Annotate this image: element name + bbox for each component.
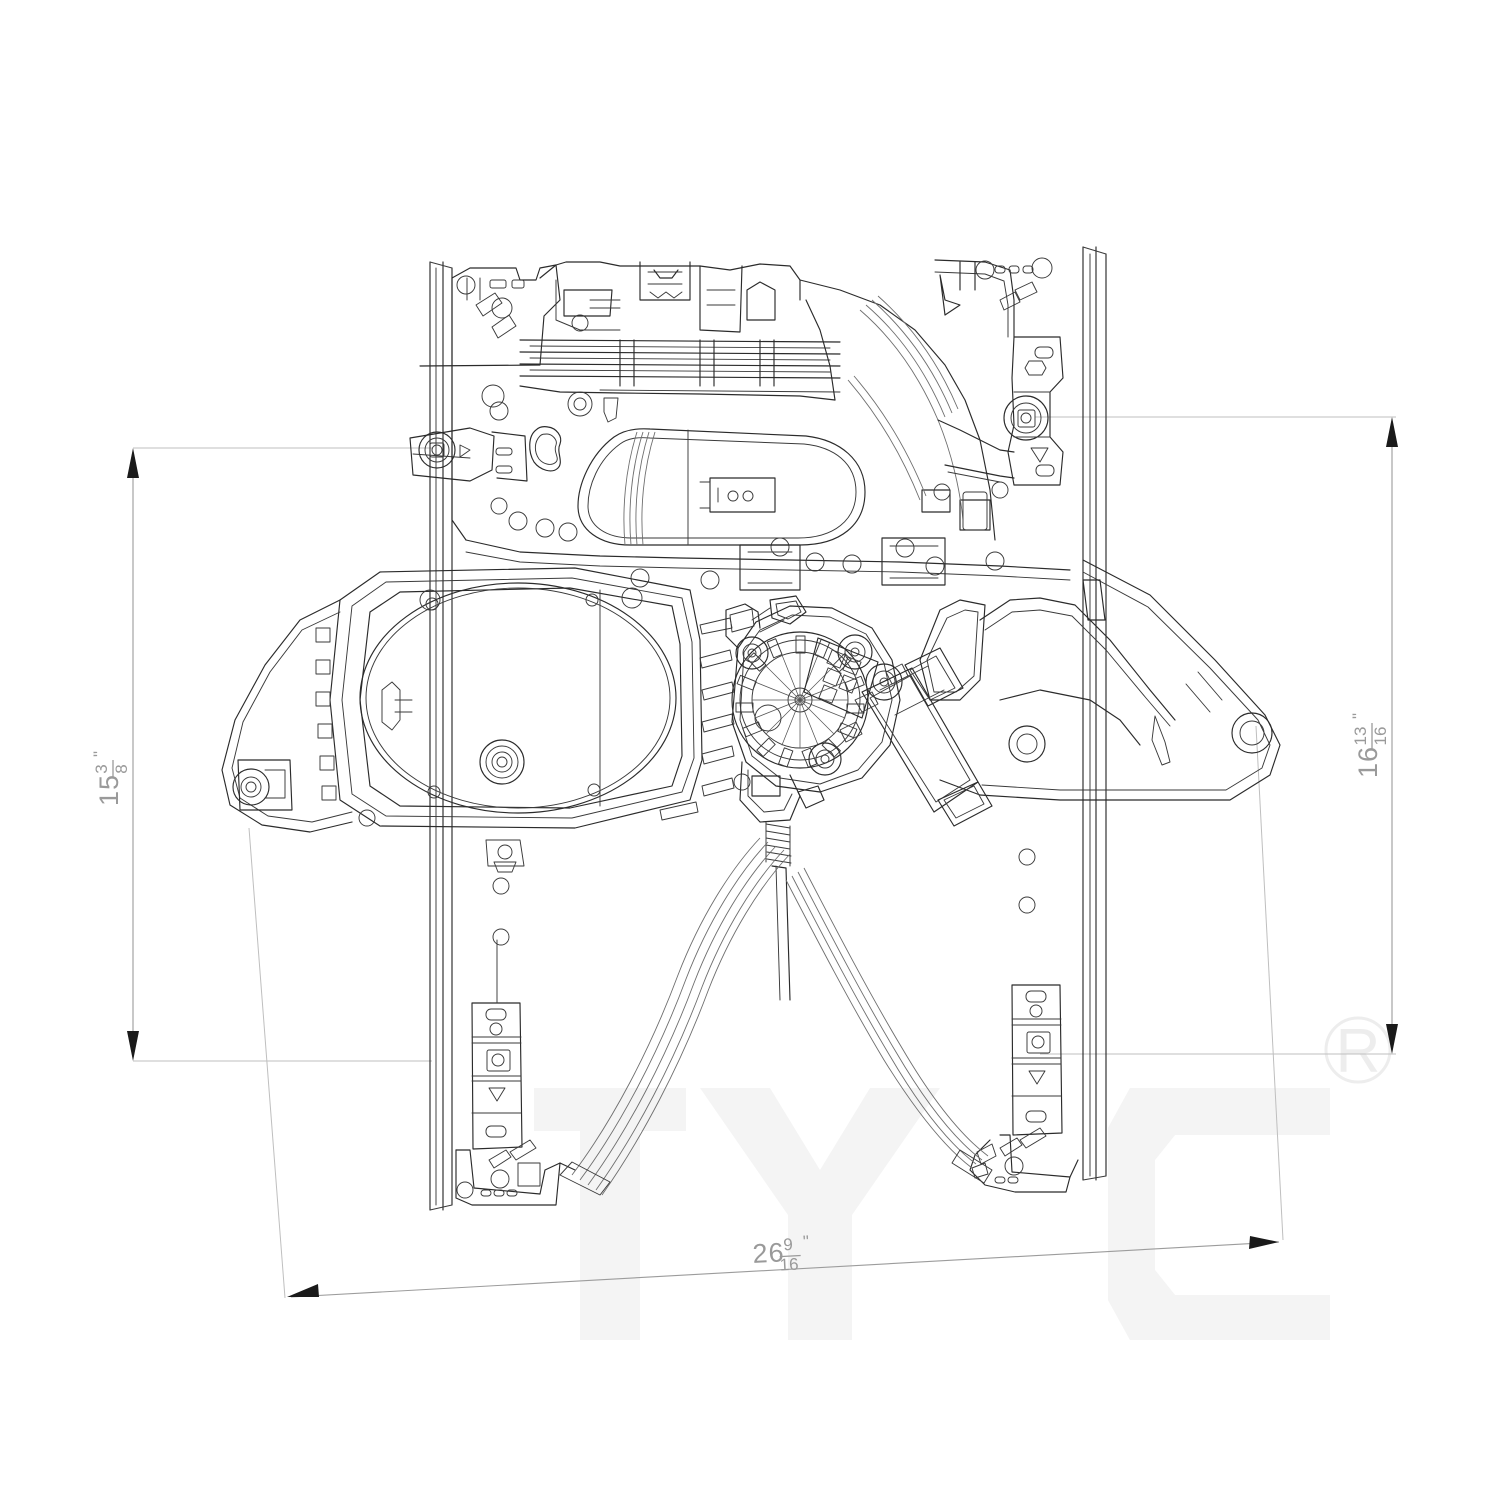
registered-circle-icon [1324, 1016, 1392, 1084]
registered-letter: R [1336, 1017, 1381, 1086]
window-regulator-motor [725, 595, 993, 1001]
dim-left-numerator: 3 [92, 764, 111, 773]
carrier-center-detail [485, 839, 525, 873]
arrow-bottom-right [1249, 1236, 1279, 1249]
dim-right-whole: 16 [1353, 746, 1383, 778]
dim-bottom-whole: 26 [752, 1237, 786, 1269]
dimension-label-right: 16 13 16 " [1349, 713, 1390, 778]
carrier-panel-upper-left [419, 261, 841, 541]
dimension-label-bottom: 26 9 16 " [752, 1232, 810, 1275]
arrow-right-top [1386, 417, 1398, 447]
bowden-cable-bundles [559, 375, 993, 1196]
upper-bracket-right [1003, 336, 1064, 486]
door-module-assembly [221, 246, 1281, 1211]
arrow-left-bottom [127, 1031, 139, 1061]
lower-rail-right [969, 246, 1107, 1193]
arrow-right-bottom [1386, 1024, 1398, 1054]
carrier-panel-left-wing [221, 599, 376, 833]
lower-rail-left [429, 261, 576, 1211]
carrier-panel-right-wing [919, 559, 1281, 801]
dim-bottom-numerator: 9 [783, 1235, 793, 1254]
dim-left-unit: " [90, 751, 109, 757]
carrier-opening-upper [529, 426, 866, 546]
arrow-left-top [127, 448, 139, 478]
dim-left-denominator: 8 [112, 764, 131, 773]
dimension-label-left: 15 3 8 " [90, 751, 131, 806]
speaker-opening [329, 567, 703, 829]
ext-line-bottom-left [248, 827, 286, 1299]
ext-line-bottom-right [1255, 725, 1284, 1241]
tyc-watermark: R [534, 1016, 1392, 1340]
arrow-bottom-left [287, 1284, 319, 1297]
dim-right-unit: " [1349, 713, 1368, 719]
carrier-panel-upper-right [799, 257, 1053, 541]
carrier-panel-mid [465, 489, 1071, 591]
dim-line-bottom [290, 1241, 1280, 1298]
dim-right-numerator: 13 [1351, 727, 1370, 746]
upper-bracket-left [409, 427, 528, 482]
dim-right-denominator: 16 [1371, 727, 1390, 746]
dim-left-whole: 15 [94, 774, 124, 806]
dimension-lines [127, 416, 1398, 1299]
dim-bottom-unit: " [802, 1232, 809, 1251]
dim-bottom-denominator: 16 [779, 1255, 799, 1275]
